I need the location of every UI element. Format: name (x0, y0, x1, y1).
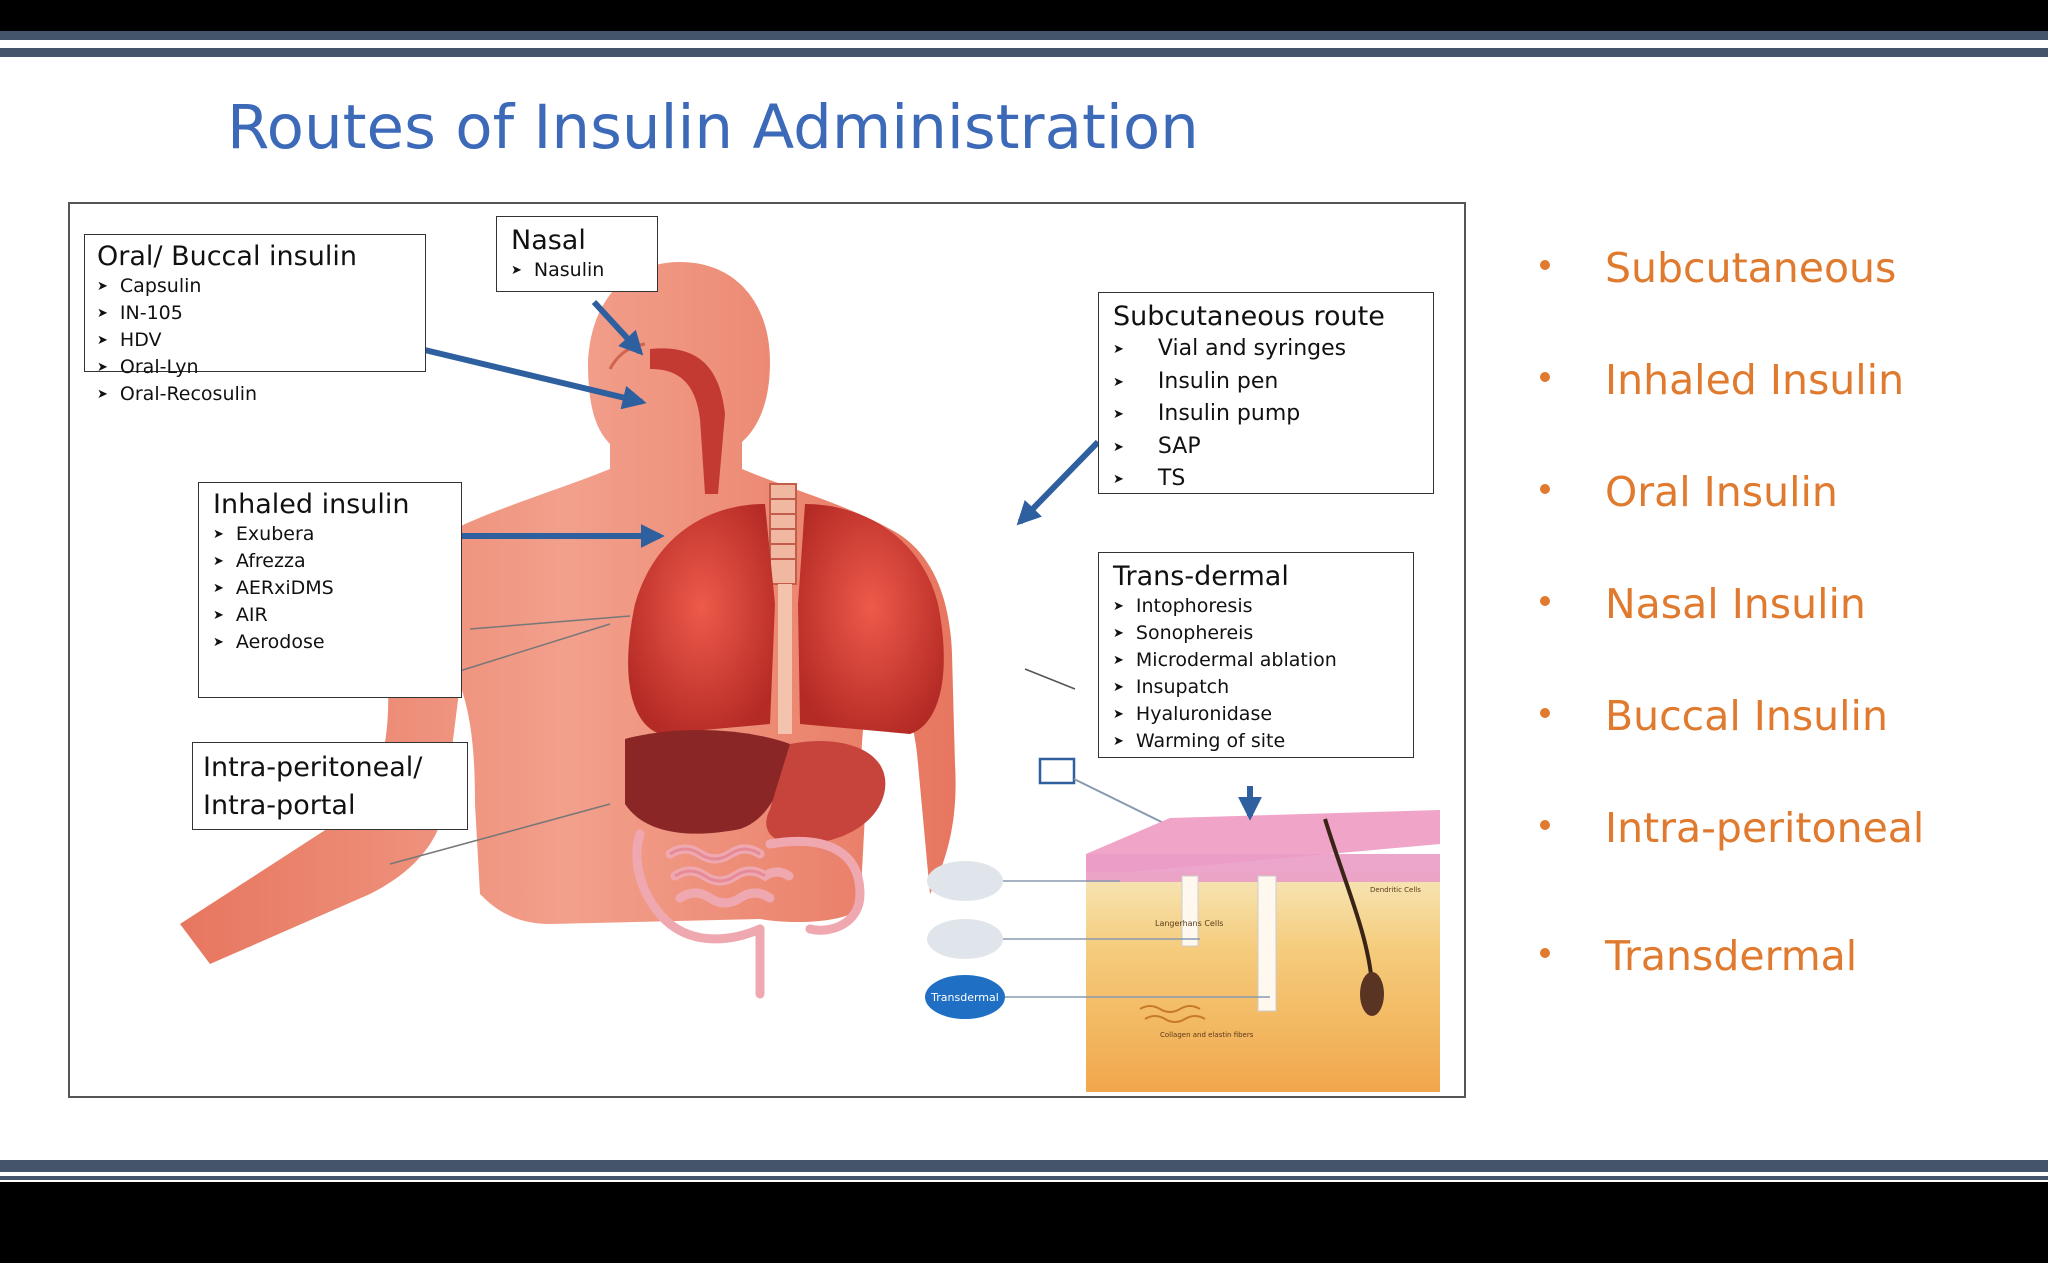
transdermal-item: Hyaluronidase (1113, 702, 1413, 729)
intraperitoneal-line1: Intra-peritoneal/ (203, 752, 423, 783)
transdermal-item: Microdermal ablation (1113, 648, 1413, 675)
inhaled-item: Afrezza (213, 549, 461, 576)
right-lung-icon (798, 504, 944, 734)
bottom-rule-thick (0, 1160, 2048, 1172)
nasal-item: Nasulin (511, 258, 657, 285)
top-rule-thick (0, 31, 2048, 40)
bullet-item: Oral Insulin (1540, 468, 2020, 580)
subcutaneous-arrow (1016, 439, 1101, 526)
langerhans-label: Langerhans Cells (1155, 919, 1223, 928)
bullet-dot-icon (1540, 260, 1550, 270)
subcutaneous-item: Insulin pen (1113, 367, 1433, 400)
collagen-label: Collagen and elastin fibers (1160, 1031, 1254, 1039)
inhaled-item: Aerodose (213, 630, 461, 657)
oral-buccal-title: Oral/ Buccal insulin (97, 241, 357, 272)
bottom-rule-thin (0, 1176, 2048, 1180)
bullet-item: Inhaled Insulin (1540, 356, 2020, 468)
inhaled-title: Inhaled insulin (213, 489, 410, 520)
subcutaneous-item: Insulin pump (1113, 399, 1433, 432)
bullet-dot-icon (1540, 948, 1550, 958)
oral-item: IN-105 (97, 301, 425, 328)
transdermal-item: Sonophereis (1113, 621, 1413, 648)
bullet-dot-icon (1540, 484, 1550, 494)
transdermal-item: Warming of site (1113, 729, 1413, 756)
dendritic-label: Dendritic Cells (1370, 886, 1421, 894)
nasal-title: Nasal (511, 225, 586, 256)
subcutaneous-box: Subcutaneous route Vial and syringes Ins… (1098, 292, 1434, 494)
inhaled-item: Exubera (213, 522, 461, 549)
bottom-black-bar (0, 1182, 2048, 1263)
oral-item: Capsulin (97, 274, 425, 301)
bullet-dot-icon (1540, 372, 1550, 382)
bullet-dot-icon (1540, 820, 1550, 830)
oral-arrow (407, 343, 647, 410)
nasal-box: Nasal Nasulin (496, 216, 658, 292)
intraperitoneal-box: Intra-peritoneal/ Intra-portal (192, 742, 468, 830)
oral-buccal-box: Oral/ Buccal insulin Capsulin IN-105 HDV… (84, 234, 426, 405)
inhaled-box: Inhaled insulin Exubera Afrezza AERxiDMS… (198, 482, 462, 698)
transdermal-pill-label: Transdermal (930, 991, 999, 1004)
transdermal-box: Trans-dermal Intophoresis Sonophereis Mi… (1098, 552, 1414, 758)
subcutaneous-title: Subcutaneous route (1113, 301, 1385, 332)
liver-icon (625, 729, 790, 834)
transdermal-item: Intophoresis (1113, 594, 1413, 621)
subcutaneous-item: TS (1113, 464, 1433, 497)
subcutaneous-item: SAP (1113, 432, 1433, 465)
intraperitoneal-line2: Intra-portal (203, 790, 356, 821)
bullet-dot-icon (1540, 596, 1550, 606)
bullet-item: Intra-peritoneal (1540, 804, 2020, 932)
bullet-dot-icon (1540, 708, 1550, 718)
routes-bullet-list: Subcutaneous Inhaled Insulin Oral Insuli… (1540, 244, 2020, 1044)
bullet-item: Transdermal (1540, 932, 2020, 1044)
trachea-icon (769, 483, 797, 585)
inhaled-item: AIR (213, 603, 461, 630)
oral-item: HDV (97, 328, 425, 355)
slide-title: Routes of Insulin Administration (227, 92, 1199, 163)
top-rule-thin (0, 48, 2048, 57)
bullet-item: Subcutaneous (1540, 244, 2020, 356)
oral-item: Oral-Recosulin (97, 382, 425, 409)
transdermal-item: Insupatch (1113, 675, 1413, 702)
transdermal-title: Trans-dermal (1113, 561, 1289, 592)
left-lung-icon (628, 504, 775, 734)
subcutaneous-item: Vial and syringes (1113, 334, 1433, 367)
oral-item: Oral-Lyn (97, 355, 425, 382)
stomach-icon (766, 741, 886, 844)
nasal-arrow (591, 299, 644, 356)
inhaled-item: AERxiDMS (213, 576, 461, 603)
bullet-item: Buccal Insulin (1540, 692, 2020, 804)
top-black-bar (0, 0, 2048, 31)
bullet-item: Nasal Insulin (1540, 580, 2020, 692)
skin-block-illustration (1024, 668, 1440, 1092)
insulin-routes-diagram: Transdermal Langerhans Cells Dendritic C… (68, 202, 1466, 1098)
transdermal-pill (925, 975, 1005, 1019)
